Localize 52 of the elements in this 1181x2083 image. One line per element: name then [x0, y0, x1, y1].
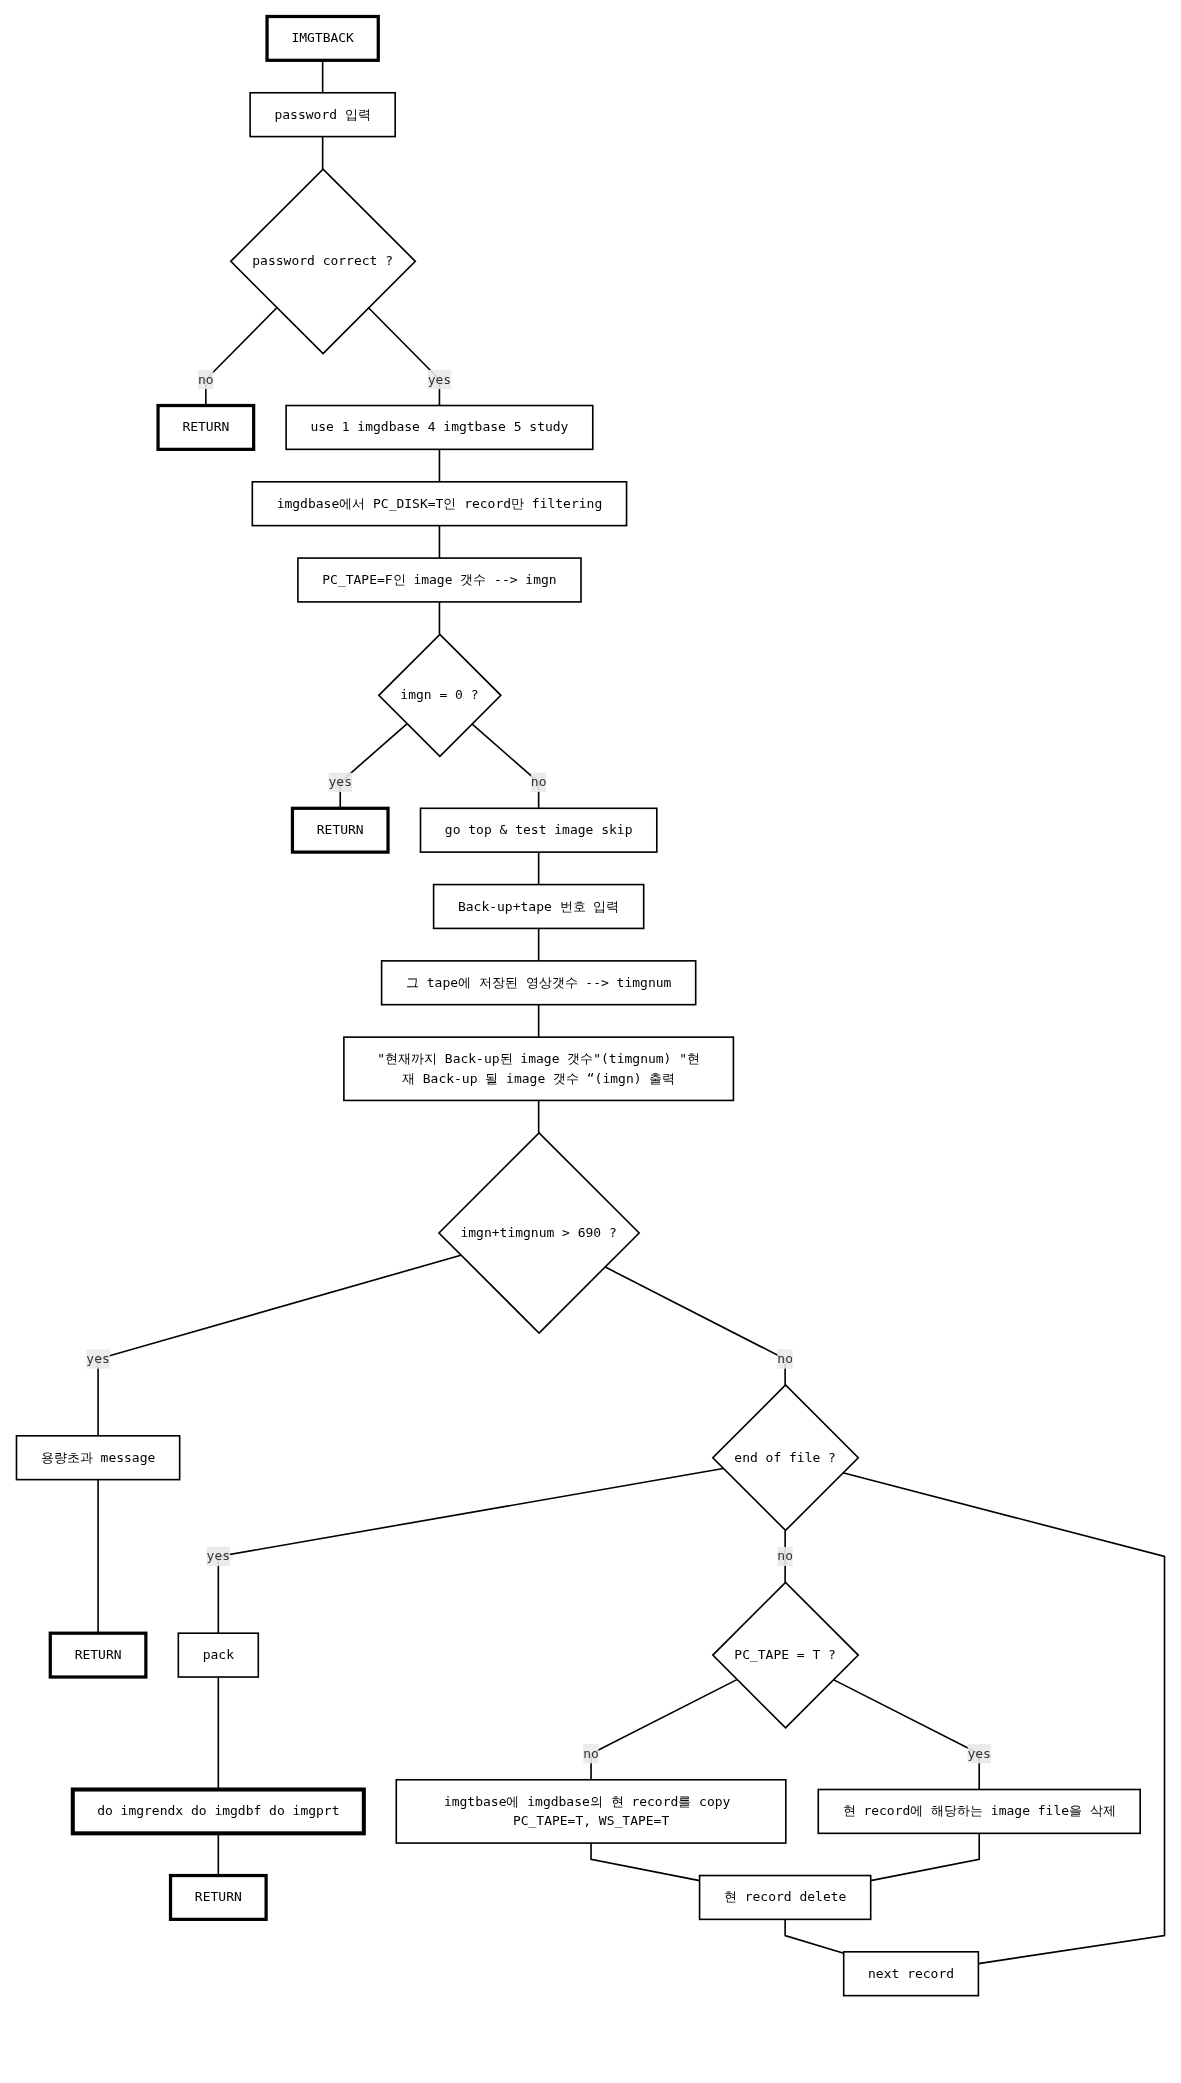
node-box: "현재까지 Back-up된 image 갯수"(timgnum) "현재 Back-up 될 image 갯수 “(imgn) 출력 [343, 1036, 735, 1102]
node-box: 현 record delete [698, 1874, 872, 1921]
edge-label: no [530, 774, 547, 790]
connector [438, 601, 441, 636]
node-box: IMGTBACK [265, 14, 380, 62]
node-box: imgtbase에 imgdbase의 현 record를 copy PC_TAPE=T, WS_TAPE=T [395, 1778, 787, 1844]
node-diamond: PC_TAPE = T ? [711, 1581, 860, 1729]
node-box: RETURN [290, 806, 390, 854]
connector [537, 1099, 540, 1134]
edge-label: no [777, 1350, 793, 1367]
node-diamond: imgn = 0 ? [377, 633, 502, 758]
connector [97, 1478, 99, 1634]
node-diamond: imgn+timgnum > 690 ? [437, 1131, 641, 1335]
node-box: go top & test image skip [419, 807, 658, 853]
connector [367, 306, 441, 407]
edge-label: yes [328, 774, 352, 790]
node-box: password 입력 [249, 91, 396, 138]
edge-label: yes [86, 1350, 110, 1367]
connector [321, 135, 324, 170]
connector [784, 1529, 786, 1584]
node-box: 그 tape에 저장된 영상갯수 --> timgnum [380, 960, 697, 1006]
connector [832, 1678, 981, 1791]
node-box: 현 record에 해당하는 image file을 삭제 [817, 1788, 1141, 1835]
edge-label: no [777, 1548, 793, 1564]
edge-label: yes [967, 1745, 991, 1762]
edge-label: yes [206, 1548, 231, 1564]
edge-label: no [583, 1745, 599, 1762]
node-box: use 1 imgdbase 4 imgtbase 5 study [285, 404, 594, 451]
connector [537, 927, 540, 962]
node-box: RETURN [156, 403, 256, 451]
node-box: next record [842, 1951, 980, 1997]
node-box: do imgrendx do imgdbf do imgprt [70, 1787, 366, 1836]
edge-label: no [198, 371, 214, 387]
node-box: Back-up+tape 번호 입력 [432, 883, 645, 930]
node-box: RETURN [168, 1873, 268, 1921]
node-box: 용량초과 message [15, 1435, 181, 1481]
node-box: imgdbase에서 PC_DISK=T인 record만 filtering [251, 481, 628, 527]
node-box: pack [177, 1632, 260, 1678]
connector [842, 1471, 1166, 1965]
connector [438, 448, 441, 483]
connector [217, 1467, 724, 1634]
node-box: PC_TAPE=F인 image 갯수 --> imgn [297, 557, 582, 603]
connector [471, 723, 540, 810]
connector [438, 524, 441, 559]
node-diamond: end of file ? [711, 1383, 860, 1532]
connector [537, 1003, 540, 1038]
connector [604, 1266, 786, 1386]
connector [590, 1678, 738, 1781]
node-diamond: password correct ? [229, 167, 417, 355]
node-box: RETURN [48, 1631, 148, 1679]
connector [537, 851, 540, 886]
edge-label: yes [427, 371, 452, 387]
